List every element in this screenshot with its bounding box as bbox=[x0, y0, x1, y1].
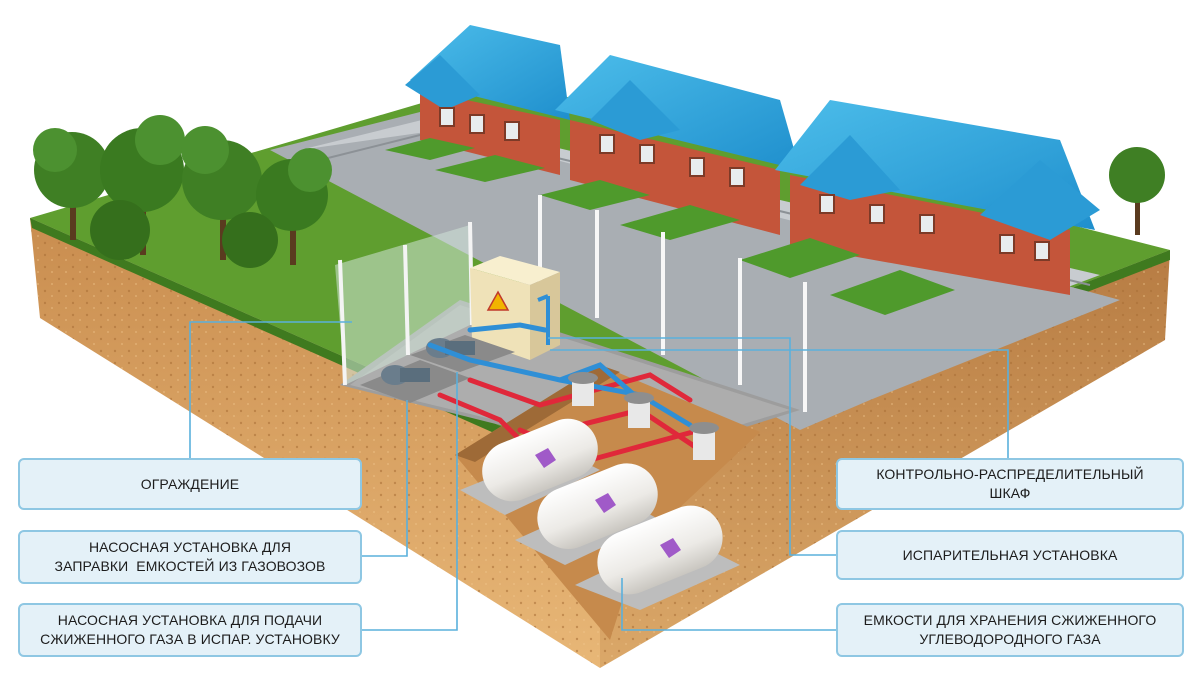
poles bbox=[538, 195, 807, 412]
label-cabinet-line-2: ШКАФ bbox=[989, 485, 1031, 501]
label-fence: ОГРАЖДЕНИЕ bbox=[18, 458, 362, 510]
lawn-6 bbox=[830, 270, 955, 315]
label-pump-fill-line-1: НАСОСНАЯ УСТАНОВКА ДЛЯ bbox=[88, 539, 292, 555]
leader-evap bbox=[548, 337, 836, 556]
leader-tanks bbox=[621, 578, 836, 631]
leader-fence bbox=[189, 321, 352, 458]
label-pump-feed: НАСОСНАЯ УСТАНОВКА ДЛЯ ПОДАЧИ СЖИЖЕННОГО… bbox=[18, 603, 362, 657]
leader-pump-fill bbox=[362, 400, 408, 557]
tank-1 bbox=[482, 418, 598, 502]
tank-2 bbox=[537, 463, 658, 549]
label-tanks-line-1: ЕМКОСТИ ДЛЯ ХРАНЕНИЯ СЖИЖЕННОГО bbox=[863, 612, 1157, 628]
tank-hatches bbox=[568, 372, 719, 460]
trees bbox=[33, 115, 1165, 268]
label-cabinet-line-1: КОНТРОЛЬНО-РАСПРЕДЕЛИТЕЛЬНЫЙ bbox=[876, 466, 1144, 482]
label-pump-feed-line-2: СЖИЖЕННОГО ГАЗА В ИСПАР. УСТАНОВКУ bbox=[40, 631, 340, 647]
townhouses bbox=[405, 25, 1100, 295]
label-pump-fill-line-2: ЗАПРАВКИ ЕМКОСТЕЙ ИЗ ГАЗОВОЗОВ bbox=[54, 558, 326, 574]
label-pump-feed-line-1: НАСОСНАЯ УСТАНОВКА ДЛЯ ПОДАЧИ bbox=[57, 612, 323, 628]
label-tanks-line-2: УГЛЕВОДОРОДНОГО ГАЗА bbox=[919, 631, 1101, 647]
label-evaporator-line-1: ИСПАРИТЕЛЬНАЯ УСТАНОВКА bbox=[902, 546, 1118, 563]
label-cabinet: КОНТРОЛЬНО-РАСПРЕДЕЛИТЕЛЬНЫЙ ШКАФ bbox=[836, 458, 1184, 510]
leader-pump-feed bbox=[362, 372, 458, 631]
lawn-4 bbox=[620, 205, 740, 240]
label-tanks: ЕМКОСТИ ДЛЯ ХРАНЕНИЯ СЖИЖЕННОГО УГЛЕВОДО… bbox=[836, 603, 1184, 657]
lawn-2 bbox=[435, 155, 545, 182]
tank-3 bbox=[597, 505, 723, 595]
label-fence-line-1: ОГРАЖДЕНИЕ bbox=[140, 475, 240, 492]
label-pump-fill: НАСОСНАЯ УСТАНОВКА ДЛЯ ЗАПРАВКИ ЕМКОСТЕЙ… bbox=[18, 530, 362, 584]
fence-mesh bbox=[335, 225, 470, 385]
lawn-5 bbox=[740, 238, 860, 278]
lawn-3 bbox=[540, 180, 650, 210]
lawn-1 bbox=[385, 138, 475, 160]
label-evaporator: ИСПАРИТЕЛЬНАЯ УСТАНОВКА bbox=[836, 530, 1184, 580]
